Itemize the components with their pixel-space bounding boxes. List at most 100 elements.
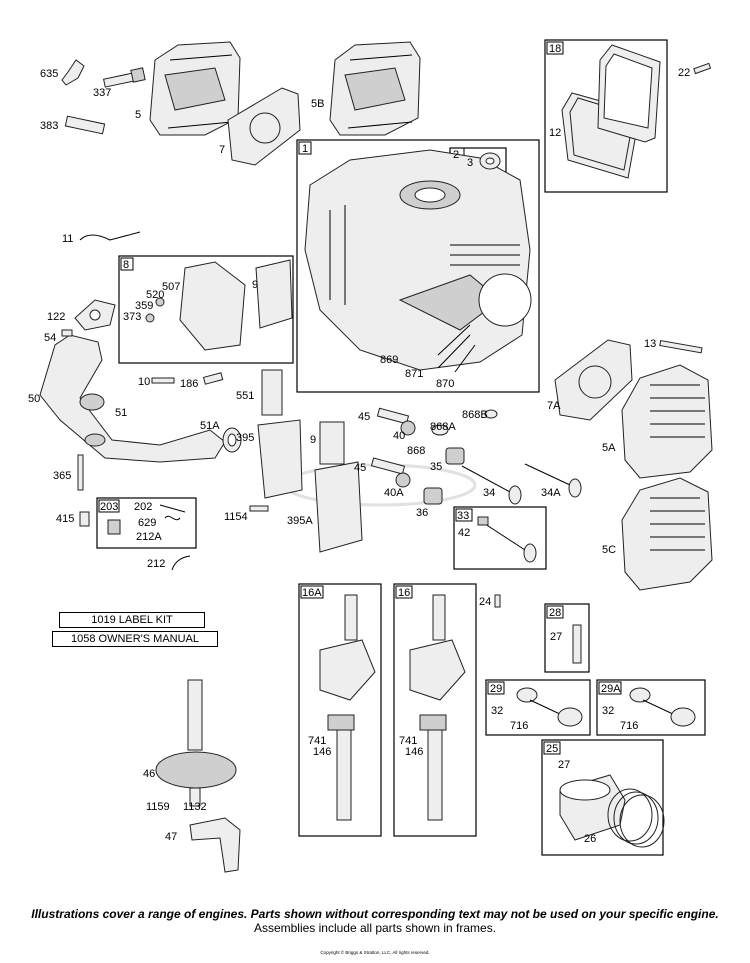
valve-34a-part bbox=[524, 463, 582, 498]
frame-1 bbox=[296, 139, 540, 393]
callout-50: 50 bbox=[28, 393, 40, 405]
pin-415-part bbox=[79, 511, 90, 527]
callout-42: 42 bbox=[458, 527, 470, 539]
breather-tube-11-part bbox=[79, 231, 141, 241]
frame-8 bbox=[118, 255, 294, 364]
callout-868a: 868A bbox=[430, 421, 456, 433]
callout-635: 635 bbox=[40, 68, 58, 80]
callout-8: 8 bbox=[123, 259, 129, 271]
callout-54: 54 bbox=[44, 332, 56, 344]
callout-7a: 7A bbox=[547, 400, 561, 412]
link-212-part bbox=[171, 555, 191, 571]
piston-pin-27-part bbox=[572, 624, 582, 664]
callout-35: 35 bbox=[430, 461, 442, 473]
callout-716a: 716 bbox=[510, 720, 528, 732]
callout-29: 29 bbox=[490, 683, 502, 695]
crankshaft-16-part bbox=[409, 594, 466, 821]
frame-28 bbox=[544, 603, 590, 673]
copyright-notice: Copyright © Briggs & Stratton, LLC. All … bbox=[320, 950, 430, 955]
callout-labels: 635 337 5 383 5B 7 18 22 12 1 2 3 11 8 5… bbox=[28, 43, 690, 845]
seal-40a-part bbox=[395, 472, 411, 488]
bolt-10-part bbox=[151, 377, 175, 384]
callout-9b: 9 bbox=[310, 434, 316, 446]
callout-870: 870 bbox=[436, 378, 454, 390]
piston-25-part bbox=[559, 774, 626, 841]
frame-16a bbox=[298, 583, 382, 837]
bolt-1154-part bbox=[249, 505, 269, 512]
callout-34a: 34A bbox=[541, 487, 561, 499]
callout-5a: 5A bbox=[602, 442, 616, 454]
gasket-9-part bbox=[319, 421, 345, 465]
callout-27: 27 bbox=[550, 631, 562, 643]
flange-122-part bbox=[74, 299, 116, 331]
callout-22: 22 bbox=[678, 67, 690, 79]
valve-guide-45-part bbox=[376, 407, 410, 425]
crankcase-1-part bbox=[304, 149, 532, 371]
callout-212: 212 bbox=[147, 558, 165, 570]
plate-395-part bbox=[257, 419, 303, 499]
callout-5: 5 bbox=[135, 109, 141, 121]
head-gasket-7-part bbox=[227, 87, 301, 166]
callout-16a: 16A bbox=[302, 587, 322, 599]
bolt-13-part bbox=[659, 339, 703, 354]
callout-415: 415 bbox=[56, 513, 74, 525]
spring-35-part bbox=[445, 447, 465, 465]
valve-34-part bbox=[461, 465, 522, 505]
callout-520: 520 bbox=[146, 289, 164, 301]
bolt-22-part bbox=[693, 62, 712, 75]
camshaft-46-part bbox=[155, 679, 237, 807]
retainer-868a-part bbox=[431, 424, 449, 436]
callout-27b: 27 bbox=[558, 759, 570, 771]
cylinder-head-5-part bbox=[149, 41, 241, 136]
governor-spring-part bbox=[107, 504, 186, 535]
callout-36: 36 bbox=[416, 507, 428, 519]
callout-203: 203 bbox=[100, 501, 118, 513]
callout-212a: 212A bbox=[136, 531, 162, 543]
callout-383: 383 bbox=[40, 120, 58, 132]
frame-16 bbox=[393, 583, 477, 837]
cylinder-head-5b-part bbox=[329, 41, 421, 136]
disclaimer-line-1: Illustrations cover a range of engines. … bbox=[31, 907, 719, 921]
frame-29 bbox=[485, 679, 591, 736]
callout-46: 46 bbox=[143, 768, 155, 780]
callout-18: 18 bbox=[549, 43, 561, 55]
callout-146a: 146 bbox=[313, 746, 331, 758]
callout-629: 629 bbox=[138, 517, 156, 529]
callout-716b: 716 bbox=[620, 720, 638, 732]
seal-40-part bbox=[400, 420, 416, 436]
callout-1: 1 bbox=[302, 143, 308, 155]
callout-1132: 1132 bbox=[183, 801, 207, 813]
callout-11: 11 bbox=[62, 233, 73, 245]
callout-5c: 5C bbox=[602, 544, 616, 556]
connecting-rod-29-part bbox=[516, 687, 583, 727]
valve-guide-45b-part bbox=[370, 457, 406, 475]
callout-1159: 1159 bbox=[146, 801, 170, 813]
callout-741b: 741 bbox=[399, 735, 417, 747]
valve-cover-18-part bbox=[597, 44, 661, 143]
callout-29a: 29A bbox=[601, 683, 621, 695]
spring-36-part bbox=[423, 487, 443, 505]
callout-365: 365 bbox=[53, 470, 71, 482]
callout-47: 47 bbox=[165, 831, 177, 843]
callout-9: 9 bbox=[252, 279, 258, 291]
seal-3-part bbox=[479, 152, 501, 170]
callout-7: 7 bbox=[219, 144, 225, 156]
frame-25 bbox=[541, 739, 664, 856]
callout-51: 51 bbox=[115, 407, 127, 419]
bolt-54-part bbox=[61, 329, 73, 337]
callout-337: 337 bbox=[93, 87, 111, 99]
exhaust-manifold-50-part bbox=[39, 334, 226, 463]
callout-869: 869 bbox=[380, 354, 398, 366]
frame-29a bbox=[596, 679, 706, 736]
callout-25: 25 bbox=[546, 743, 558, 755]
callout-33: 33 bbox=[457, 510, 469, 522]
crankshaft-16a-part bbox=[319, 594, 376, 821]
callout-395a: 395A bbox=[287, 515, 313, 527]
callout-395: 395 bbox=[236, 432, 254, 444]
callout-202: 202 bbox=[134, 501, 152, 513]
callout-3: 3 bbox=[467, 157, 473, 169]
owners-manual-box: 1058 OWNER'S MANUAL bbox=[52, 631, 218, 647]
frame-18 bbox=[544, 39, 668, 193]
callout-45b: 45 bbox=[354, 462, 366, 474]
callout-26: 26 bbox=[584, 833, 596, 845]
